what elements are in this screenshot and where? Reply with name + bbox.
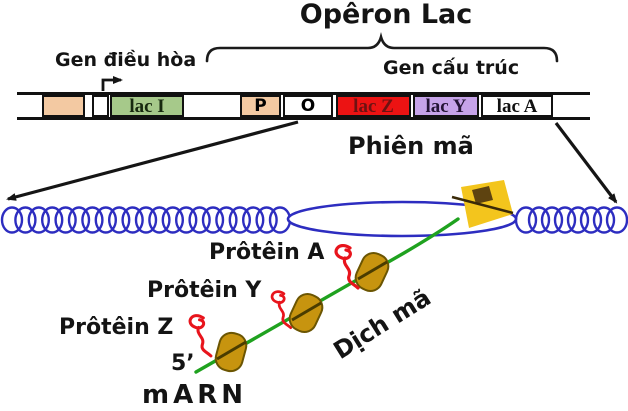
dna-coil-loop (67, 206, 91, 234)
dna-coil-loop (605, 206, 628, 234)
dna-coil-loop (592, 206, 616, 234)
gene-box-operator: O (283, 95, 333, 117)
gene-box-promoter: P (240, 95, 281, 117)
mrna-label: mARN (142, 380, 247, 410)
dna-coil-loop (148, 206, 171, 234)
dna-coil-loop (14, 206, 37, 234)
five-prime-label: 5’ (171, 351, 195, 376)
dna-coil-loop (215, 206, 238, 234)
dna-coil-loop (121, 206, 144, 234)
dna-helix-right (514, 206, 628, 234)
ribosome-mrna-bands (216, 260, 388, 361)
regulatory-gene-label: Gen điều hòa (55, 49, 197, 71)
gene-box-lacY: lac Y (413, 95, 479, 117)
transcription-label: Phiên mã (348, 132, 474, 160)
promoter-arrow-icon (101, 76, 123, 91)
protein-a-label: Prôtêin A (209, 240, 325, 265)
dna-coil-loop (81, 206, 104, 234)
gene-box-upstream-blank (42, 95, 85, 117)
diagram-title: Opêron Lac (299, 0, 473, 30)
protein-z-label: Prôtêin Z (59, 315, 174, 340)
dna-coil-loop (553, 206, 577, 234)
transcription-arrow-left (6, 120, 299, 201)
polymerase-active-site (472, 186, 493, 204)
dna-coil-loop (540, 206, 564, 234)
dna-template-strand (451, 195, 514, 215)
dna-coil-loop (188, 206, 211, 234)
dna-coil-loop (161, 206, 185, 234)
dna-coil-loop (134, 206, 158, 234)
structural-genes-label: Gen cấu trúc (383, 57, 520, 79)
dna-coil-loop (241, 206, 265, 234)
dna-coil-loop (566, 206, 590, 234)
protein-z-squiggle (188, 314, 213, 358)
dna-coil-loop (201, 206, 225, 234)
dna-coil-loop (527, 206, 551, 234)
mrna-strand (194, 217, 460, 374)
dna-coil-loop (174, 206, 198, 234)
dna-coil-loop (579, 206, 603, 234)
transcription-arrow-right (554, 122, 618, 204)
dna-coil-loop (54, 206, 77, 234)
operon-brace (205, 32, 559, 63)
protein-y-label: Prôtêin Y (147, 278, 262, 303)
dna-coil-loop (228, 206, 252, 234)
dna-coil-loop (27, 206, 50, 234)
dna-coil-loop (41, 206, 64, 234)
dna-coil-loop (94, 206, 118, 234)
gene-box-lacI: lac I (110, 95, 184, 117)
dna-helix-left (0, 206, 292, 234)
dna-coil-loop (107, 206, 131, 234)
dna-coil-loop (0, 206, 24, 234)
gene-box-spacer-blank (92, 95, 109, 117)
gene-box-lacA: lac A (481, 95, 553, 117)
gene-box-lacZ: lac Z (336, 95, 411, 117)
dna-coil-loop (255, 206, 278, 234)
transcription-bubble (286, 200, 518, 238)
